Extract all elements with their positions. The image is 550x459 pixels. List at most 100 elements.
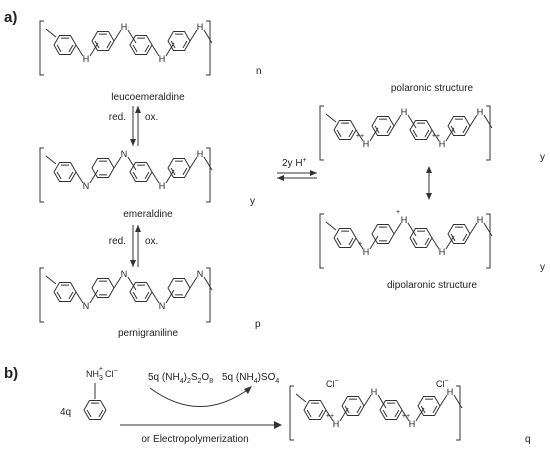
polaronic-label: polaronic structure [391, 83, 474, 94]
nh-atom: H [477, 215, 484, 225]
right-bracket [486, 213, 491, 269]
bond-line [113, 276, 122, 289]
chloride-ion-2: Cl− [436, 378, 449, 389]
bond-line [469, 114, 478, 127]
double-bond-line [106, 40, 112, 49]
quinoid-ring [91, 157, 115, 179]
double-bond-line [382, 409, 388, 418]
double-bond-line [412, 237, 418, 246]
reduction-label-top: red. [109, 112, 126, 123]
double-bond-line [424, 237, 430, 246]
polaronic-structure: H++HH++H [319, 105, 493, 161]
oxidation-label-top: ox. [145, 112, 158, 123]
nh-cation-charge: ++ [402, 413, 410, 420]
electropolymerization-label: or Electropolymerization [141, 434, 248, 445]
nh-atom: H [371, 387, 378, 397]
bond-line [407, 222, 417, 237]
double-bond-line [56, 171, 62, 180]
nh-cation-charge: + [358, 241, 362, 248]
nh-atom: H [159, 181, 166, 191]
double-bond-line [144, 291, 150, 300]
quinoid-ring [91, 277, 115, 299]
double-bond-line [336, 237, 342, 246]
double-bond-line [86, 409, 92, 418]
double-bond-line [348, 129, 354, 138]
double-bond-line [344, 405, 350, 414]
benzene-ring [167, 157, 191, 179]
nh-cation: H [401, 215, 408, 225]
bond-line [89, 169, 99, 184]
dipolaronic-label: dipolaronic structure [387, 280, 477, 291]
product-polyaniline-structure: H++HH++H [289, 385, 463, 441]
bond-line [189, 156, 198, 169]
bond-line [393, 222, 402, 235]
bond-line [407, 114, 417, 129]
oxidation-label-bottom: ox. [145, 236, 158, 247]
nh-atom: H [401, 107, 408, 117]
double-bond-line [56, 44, 62, 53]
double-bond-line [68, 171, 74, 180]
double-bond-line [348, 237, 354, 246]
pernigraniline-label: pernigraniline [118, 328, 178, 339]
chloride-ion-1: Cl− [326, 378, 339, 389]
benzene-ring [53, 34, 77, 56]
anilinium-monomer [83, 383, 107, 421]
bond-line [75, 291, 84, 304]
benzene-ring [341, 395, 365, 417]
bond-line [165, 42, 175, 57]
bond-line [431, 237, 440, 250]
nh-cation-charge: + [396, 209, 400, 216]
double-bond-line [132, 44, 138, 53]
right-bracket [456, 385, 461, 441]
double-bond-line [170, 40, 176, 49]
bond-line [483, 222, 493, 237]
leucoemeraldine-label: leucoemeraldine [111, 92, 185, 103]
benzene-ring [167, 30, 191, 52]
subscript-p: p [255, 319, 261, 330]
nh-cation: H [439, 139, 446, 149]
double-bond-line [94, 40, 100, 49]
left-bracket [39, 267, 44, 323]
bond-line [45, 155, 57, 165]
reduction-label-bottom: red. [109, 236, 126, 247]
bond-line [151, 171, 160, 184]
double-bond-line [374, 125, 380, 134]
benzene-ring [447, 223, 471, 245]
left-bracket [289, 385, 294, 441]
left-bracket [319, 105, 324, 161]
reaction-arrow [120, 386, 282, 429]
nh-cation-charge: ++ [432, 133, 440, 140]
bond-line [445, 127, 455, 142]
nh-atom: H [197, 22, 204, 32]
nh-cation-charge: ++ [356, 133, 364, 140]
bond-line [189, 29, 198, 42]
benzene-ring [417, 395, 441, 417]
nh-atom: H [197, 149, 204, 159]
double-bond-line [424, 129, 430, 138]
double-bond-line [132, 291, 138, 300]
byproduct-reagent: 5q (NH4)SO4 [222, 372, 279, 385]
bond-line [483, 114, 493, 129]
quinoid-ring [167, 277, 191, 299]
double-bond-line [462, 125, 468, 134]
double-bond-line [144, 44, 150, 53]
bond-line [453, 394, 463, 409]
part-b-label: b) [4, 365, 18, 382]
anilinium-nh: NH3+Cl− [86, 366, 118, 382]
benzene-ring [129, 34, 153, 56]
double-bond-line [306, 409, 312, 418]
bond-line [377, 394, 387, 409]
double-bond-line [170, 167, 176, 176]
benzene-ring [409, 227, 433, 249]
nh-cation: H [409, 419, 416, 429]
bond-line [393, 114, 402, 127]
redox-arrow-top [130, 106, 141, 146]
nh-atom: H [477, 107, 484, 117]
bond-line [445, 235, 455, 250]
benzene-ring [333, 227, 357, 249]
nh-atom: H [121, 22, 128, 32]
bond-line [203, 156, 213, 171]
